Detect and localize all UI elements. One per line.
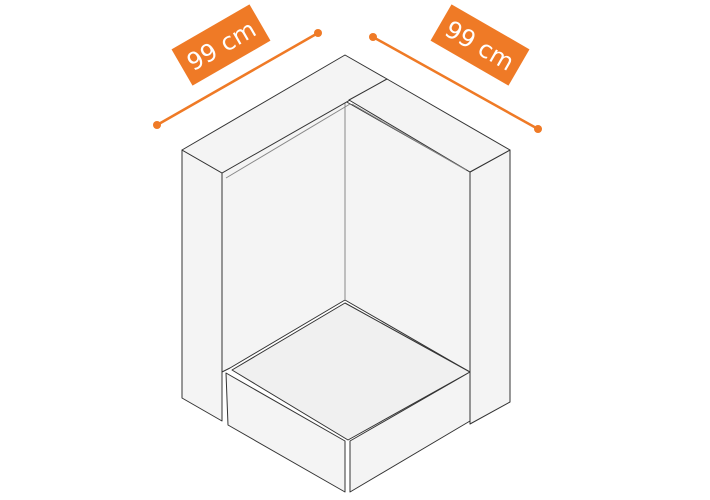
left-side-panel <box>181 149 223 422</box>
dimension-line-right <box>372 35 539 131</box>
dimension-line-left <box>156 31 319 127</box>
right-top-slab <box>348 78 511 173</box>
dimension-endpoint <box>314 29 322 37</box>
dimension-label-box-left <box>171 4 271 86</box>
left-top-inner-edge <box>225 103 351 179</box>
base-front-left <box>225 372 346 493</box>
right-side-panel <box>469 149 511 425</box>
right-top-inner-edge <box>351 103 467 171</box>
dimension-label-box-right <box>430 4 530 86</box>
dimension-endpoint <box>369 33 377 41</box>
cabinet <box>181 54 511 493</box>
dimension-endpoint <box>534 125 542 133</box>
dimension-endpoint <box>153 121 161 129</box>
